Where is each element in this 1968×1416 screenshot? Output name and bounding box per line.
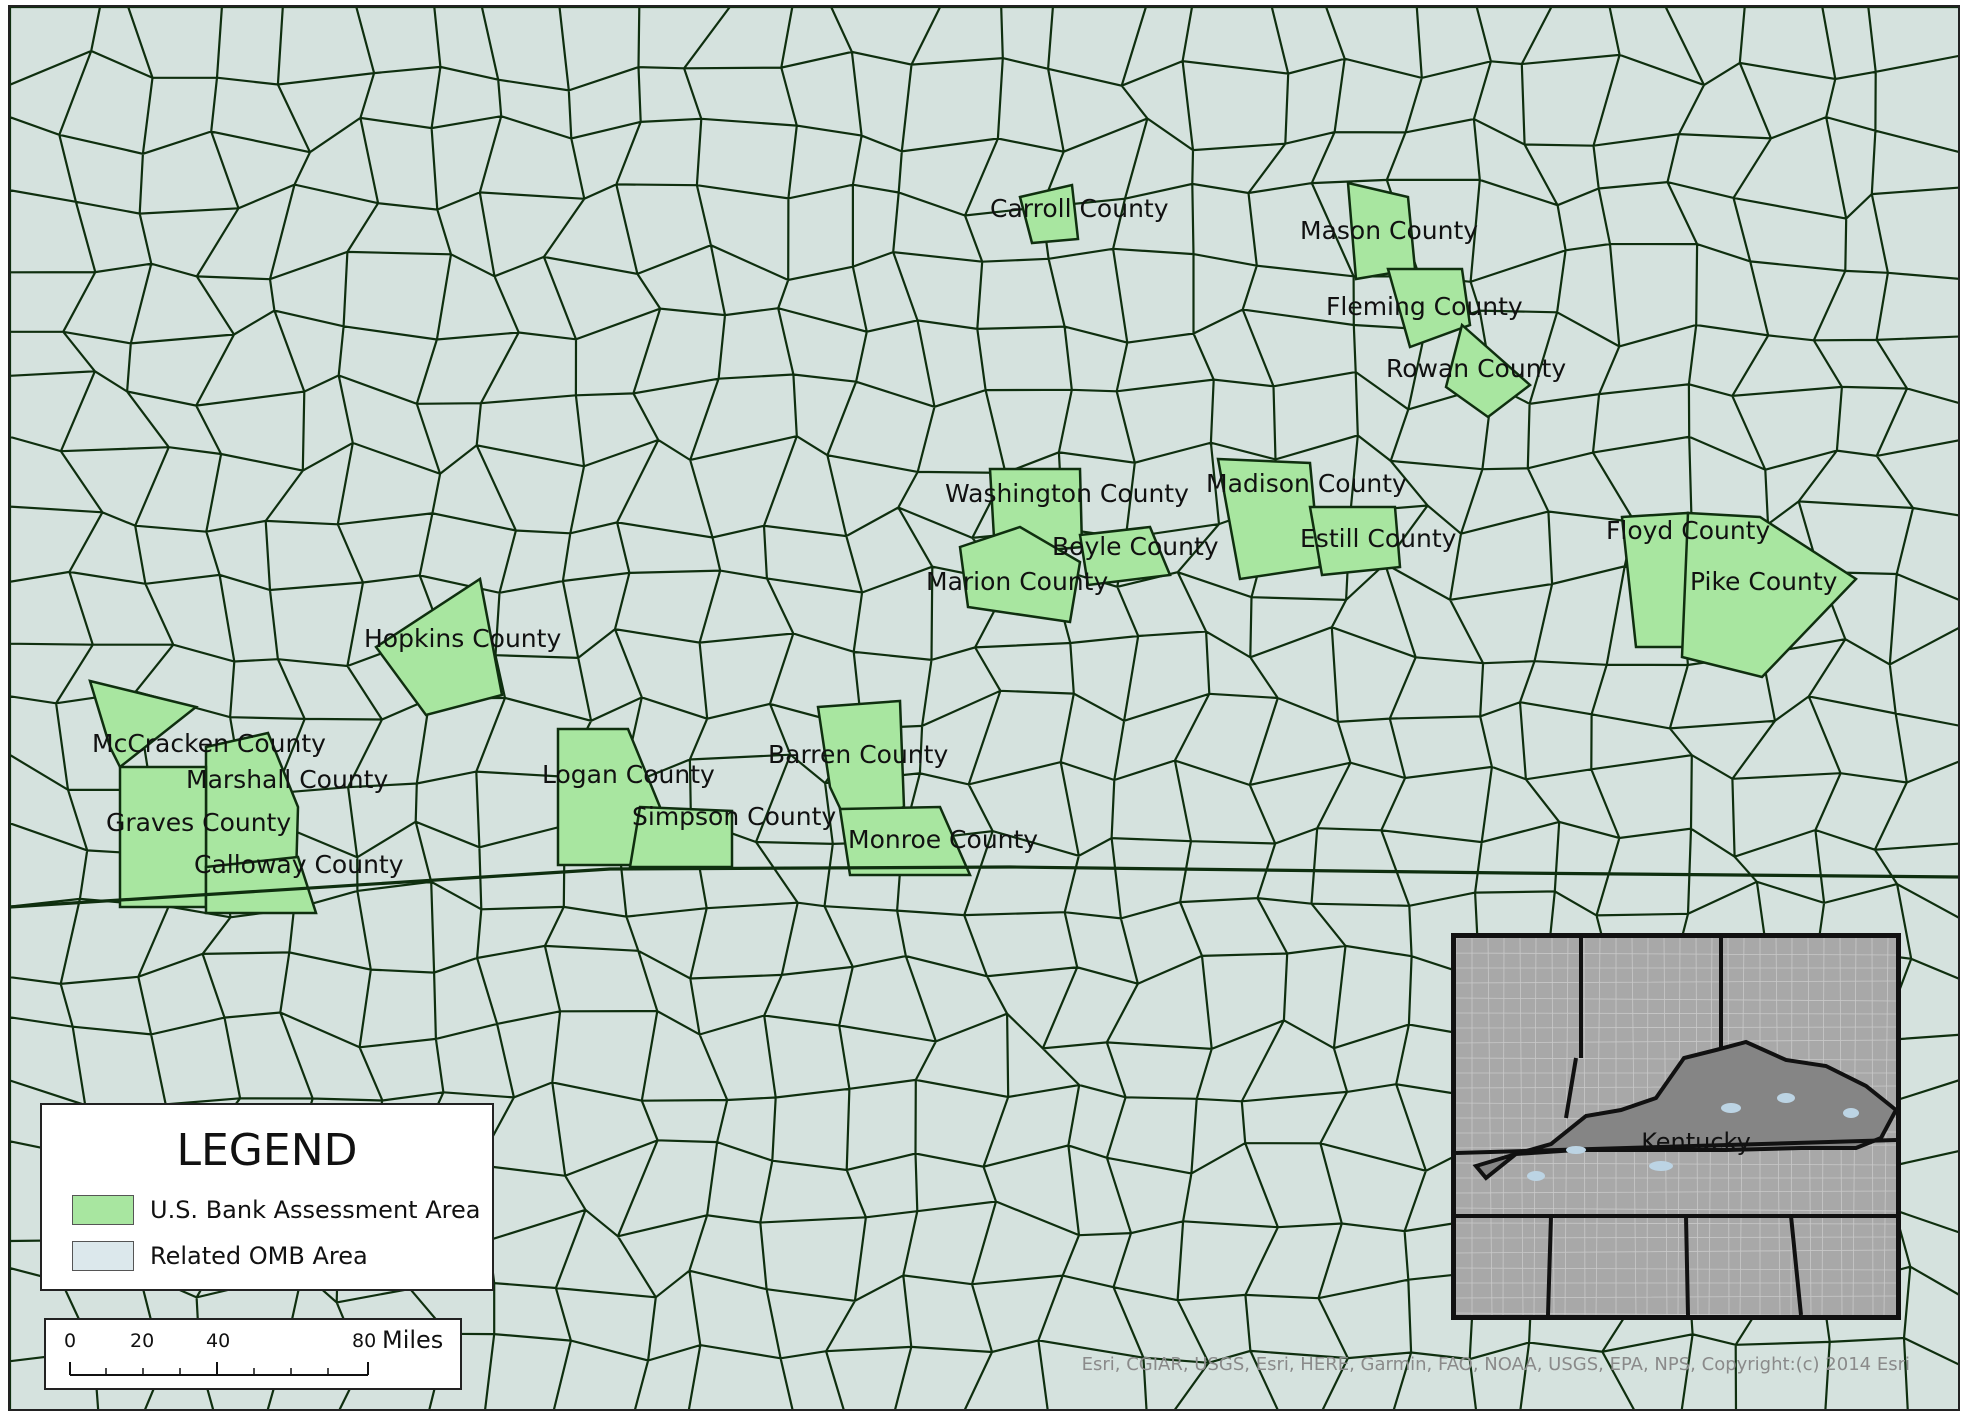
inset-map-graphic: Kentucky [1456,938,1896,1315]
county-boundary-lines [10,7,1958,1409]
scale-ruler [69,1362,369,1376]
county-label: Carroll County [990,194,1169,223]
county-label: Calloway County [194,850,404,879]
county-label: Rowan County [1386,354,1566,383]
legend: LEGEND U.S. Bank Assessment Area Related… [40,1103,494,1291]
assessment-area-county-6[interactable] [1078,525,1172,587]
county-label: Floyd County [1606,516,1770,545]
legend-title: LEGEND [176,1125,358,1176]
inset-state-label: Kentucky [1641,1128,1751,1156]
assessment-area-county-18[interactable] [838,805,972,877]
county-label: Marion County [926,567,1108,596]
tennessee-state-line [10,865,1958,909]
county-label: Graves County [106,808,291,837]
county-boundaries [10,7,1958,1409]
assessment-area-county-19[interactable] [204,855,318,915]
legend-item-omb-area: Related OMB Area [72,1239,368,1273]
assessment-area-swatch [72,1195,134,1225]
scale-bar: 0 20 40 80 Miles [44,1318,462,1390]
county-label: Madison County [1206,469,1407,498]
assessment-area-county-9[interactable] [958,525,1082,624]
county-label: Boyle County [1052,532,1219,561]
scale-tick-label: 80 [352,1330,377,1352]
assessment-area-county-2[interactable] [1386,267,1472,349]
scale-tick-label: 40 [206,1330,231,1352]
county-label: McCracken County [92,729,326,758]
map-attribution: Esri, CGIAR, USGS, Esri, HERE, Garmin, F… [1081,1354,1910,1375]
assessment-area-county-10[interactable] [1680,511,1858,679]
county-label: Monroe County [848,825,1038,854]
county-label: Simpson County [632,802,836,831]
county-label: Hopkins County [364,624,561,653]
scale-tick-label: 0 [64,1330,77,1352]
county-label: Fleming County [1326,292,1523,321]
scale-unit: Miles [382,1326,444,1354]
assessment-areas[interactable] [88,181,1858,915]
county-label: Pike County [1690,567,1838,596]
assessment-area-county-3[interactable] [1444,322,1532,419]
county-label: Washington County [945,479,1189,508]
omb-area-swatch [72,1241,134,1271]
legend-item-assessment-area: U.S. Bank Assessment Area [72,1193,480,1227]
county-label: Logan County [542,760,715,789]
assessment-area-county-11[interactable] [374,576,504,717]
legend-item-label: Related OMB Area [150,1242,368,1270]
county-label: Barren County [768,740,948,769]
state-boundary [10,865,1958,909]
county-label: Mason County [1300,216,1478,245]
scale-tick-label: 20 [130,1330,155,1352]
assessment-area-county-7[interactable] [1308,505,1402,577]
county-label: Marshall County [186,765,388,794]
county-label: Estill County [1300,524,1457,553]
locator-inset-map: Kentucky [1451,933,1901,1320]
assessment-area-county-0[interactable] [1018,183,1080,245]
legend-item-label: U.S. Bank Assessment Area [150,1196,481,1224]
